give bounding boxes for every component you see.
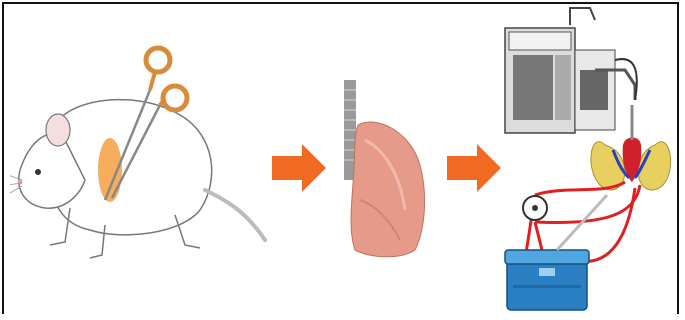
ventilator-icon xyxy=(505,8,637,133)
cooler-icon xyxy=(505,195,607,310)
lung-icon xyxy=(330,80,430,270)
arrow-right-icon xyxy=(270,140,330,200)
rat-icon xyxy=(10,30,270,270)
pump-icon xyxy=(523,196,547,220)
lung-panel xyxy=(330,80,430,270)
perfusion-setup-panel xyxy=(495,0,680,320)
rat-surgery-panel xyxy=(10,30,270,270)
